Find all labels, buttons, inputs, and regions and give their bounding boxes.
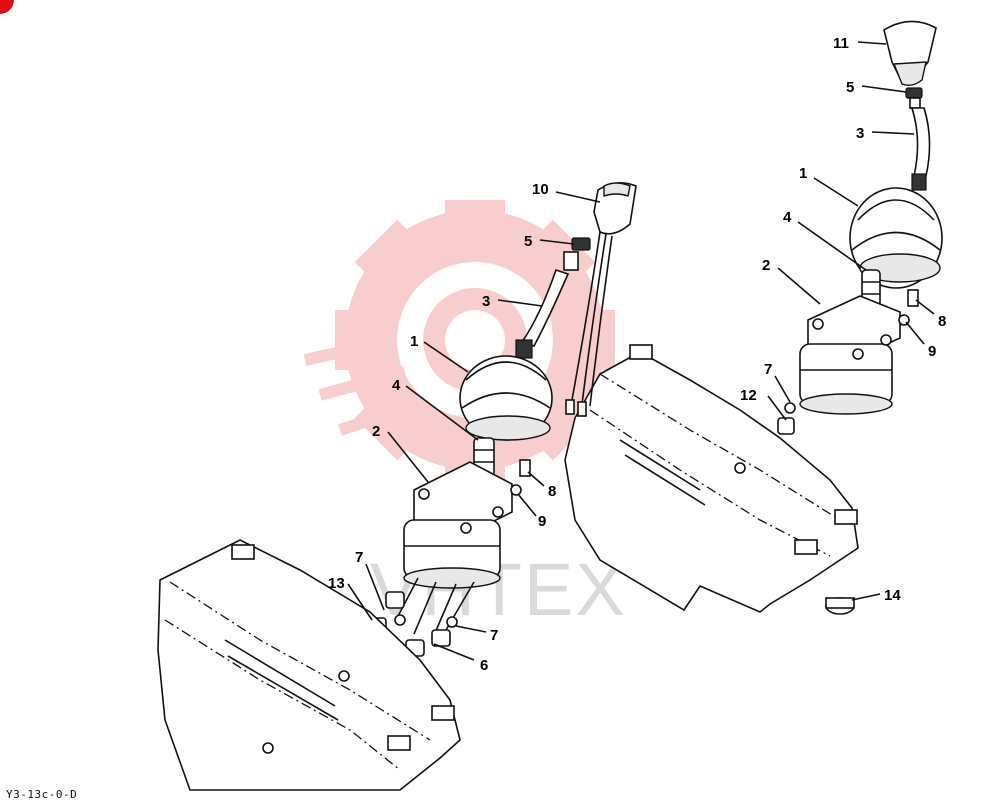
callout-10: 10 [532,181,549,198]
callout-9: 9 [538,513,546,530]
watermark-gear-icon [303,200,615,480]
callout-5: 5 [524,233,532,250]
callout-3: 3 [482,293,490,310]
callout-2: 2 [372,423,380,440]
callout-1: 1 [799,165,807,182]
callout-7: 7 [355,549,363,566]
callout-9: 9 [928,343,936,360]
right-assembly: 11 5 3 1 4 2 8 9 7 12 14 [564,20,946,615]
callout-1: 1 [410,333,418,350]
callout-2: 2 [762,257,770,274]
left-assembly: 10 5 3 1 4 2 8 9 7 13 7 6 [157,181,637,791]
callout-7: 7 [490,627,498,644]
diagram-reference-code: Y3-13c-0-D [6,788,78,801]
corner-marker [0,0,14,14]
callout-5: 5 [846,79,854,96]
callout-14: 14 [884,587,901,604]
callout-4: 4 [783,209,792,226]
callout-7: 7 [764,361,772,378]
callout-8: 8 [548,483,556,500]
callout-8: 8 [938,313,946,330]
callout-6: 6 [480,657,488,674]
callout-12: 12 [740,387,757,404]
callout-13: 13 [328,575,345,592]
callout-4: 4 [392,377,401,394]
callout-3: 3 [856,125,864,142]
callout-11: 11 [833,35,849,52]
